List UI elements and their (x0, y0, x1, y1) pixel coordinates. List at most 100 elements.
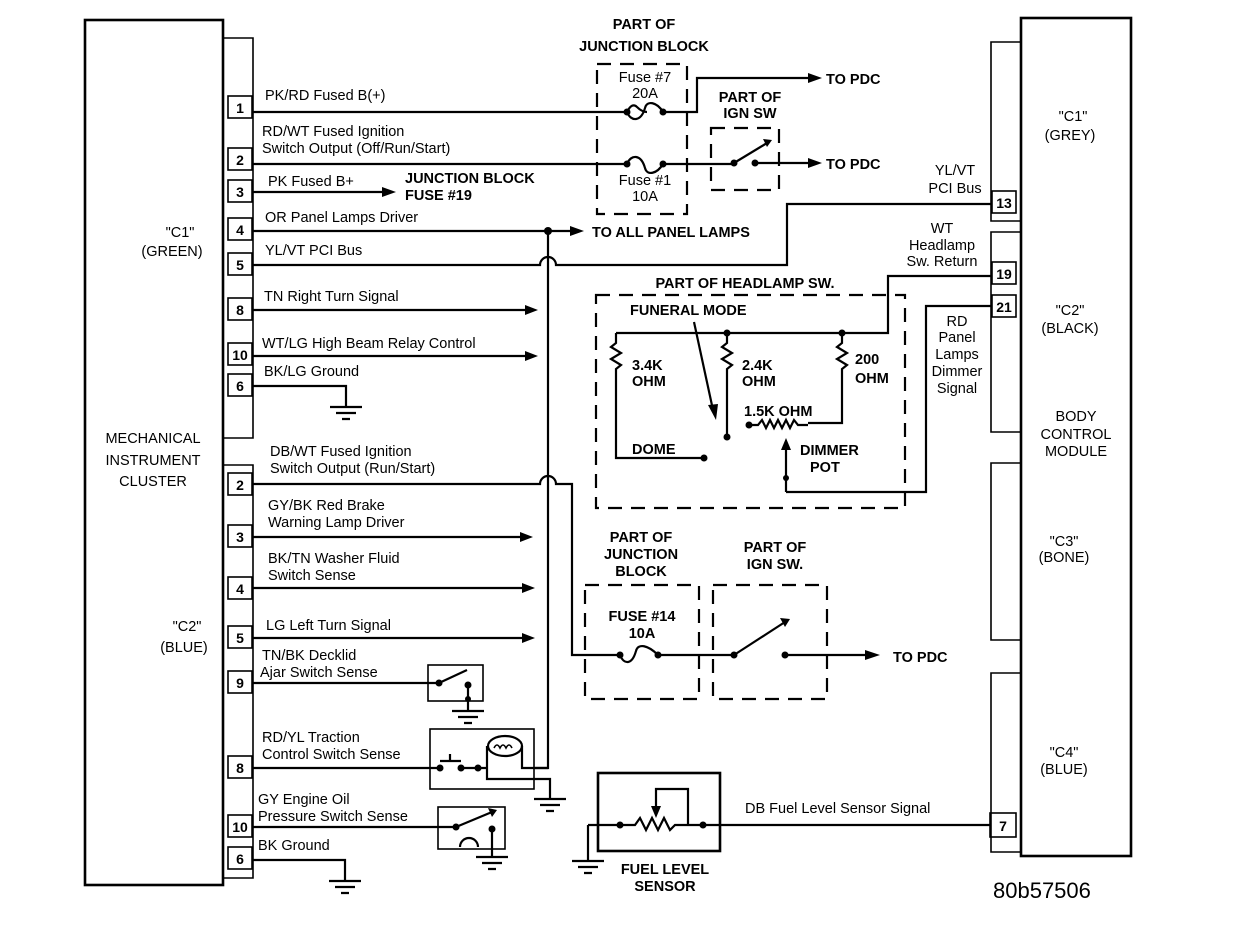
jb-title: PART OF (613, 17, 676, 33)
bcm-c4-label: "C4" (BLUE) (1040, 745, 1088, 778)
cluster-c1-label: "C1" (GREEN) (141, 225, 202, 260)
bcm-c4-line: "C4" (1050, 745, 1079, 761)
r1-value: 3.4K (632, 358, 663, 374)
wire-rd-yl-traction: RD/YL Traction Control Switch Sense (253, 728, 566, 813)
fuse-7-icon (625, 102, 664, 121)
jb-title: JUNCTION BLOCK (579, 39, 709, 55)
wire-label: Ajar Switch Sense (260, 665, 378, 681)
to-pdc-label: TO PDC (826, 72, 881, 88)
funeral-mode-label: FUNERAL MODE (630, 303, 747, 319)
c1-pin: 2 (227, 147, 253, 171)
bcm-name: BODY CONTROL MODULE (1041, 409, 1112, 460)
jb-title: JUNCTION (604, 547, 678, 563)
bcm-name-line: BODY (1055, 409, 1096, 425)
wire-label: Headlamp (909, 238, 975, 254)
pin-number: 10 (232, 347, 248, 363)
wire-pk-fused-b: PK Fused B+ JUNCTION BLOCK FUSE #19 (253, 171, 535, 204)
body-control-module (1019, 16, 1133, 858)
bcm-name-line: MODULE (1045, 444, 1107, 460)
wire-label: LG Left Turn Signal (266, 618, 391, 634)
dome-label: DOME (632, 442, 676, 458)
wire-label: DB/WT Fused Ignition (270, 444, 412, 460)
pin-number: 3 (236, 184, 244, 200)
wire-label: Control Switch Sense (262, 747, 401, 763)
wire-label: GY Engine Oil (258, 792, 350, 808)
fuse-19-label: FUSE #19 (405, 188, 472, 204)
wire-label: PK/RD Fused B(+) (265, 88, 385, 104)
wire-label: DB Fuel Level Sensor Signal (745, 801, 930, 817)
ground-icon (534, 797, 566, 813)
r1-unit: OHM (632, 374, 666, 390)
wire-db-wt-fused-ign: TO PDC DB/WT Fused Ignition Switch Outpu… (253, 444, 948, 666)
wire-gy-oil-pressure: GY Engine Oil Pressure Switch Sense (253, 792, 508, 871)
wire-label: YL/VT PCI Bus (265, 243, 362, 259)
wire-yl-vt-pci-bus: YL/VT PCI Bus YL/VT PCI Bus (253, 163, 991, 267)
ign-sw-title: IGN SW. (747, 557, 803, 573)
wire-label: GY/BK Red Brake (268, 498, 385, 514)
bcm-pin-21: 21 (991, 294, 1017, 318)
fuse-7-label: Fuse #7 (619, 70, 671, 86)
bcm-c1-line: "C1" (1059, 109, 1088, 125)
headlamp-sw-title: PART OF HEADLAMP SW. (655, 276, 834, 292)
resistor-1-5k-icon (749, 417, 808, 431)
wire-label: TN Right Turn Signal (264, 289, 399, 305)
bcm-c2-label: "C2" (BLACK) (1041, 303, 1098, 337)
bcm-c3-housing (990, 462, 1021, 641)
c2-pin: 5 (227, 625, 253, 649)
wire-label: Pressure Switch Sense (258, 809, 408, 825)
ground-icon (329, 879, 361, 895)
pin-number: 2 (236, 152, 244, 168)
bcm-c1-housing (990, 41, 1021, 222)
wire-bk-lg-ground: BK/LG Ground (253, 364, 362, 421)
pin-number: 4 (236, 222, 244, 238)
wire-label: BK/LG Ground (264, 364, 359, 380)
to-pdc-label: TO PDC (893, 650, 948, 666)
pin-number: 13 (996, 195, 1012, 211)
c2-pin: 2 (227, 472, 253, 496)
junction-block-label: JUNCTION BLOCK (405, 171, 535, 187)
pin-number: 21 (996, 299, 1012, 315)
instrument-cluster-module (83, 18, 225, 887)
junction-block-bottom: PART OF JUNCTION BLOCK FUSE #14 10A (583, 530, 701, 701)
wire-label: RD/YL Traction (262, 730, 360, 746)
bcm-pin-19: 19 (991, 261, 1017, 285)
r3-value: 200 (855, 352, 879, 368)
c2-line-2: (BLUE) (160, 640, 208, 656)
wire-pk-rd-fused-b: PK/RD Fused B(+) (253, 73, 822, 116)
wire-label: Warning Lamp Driver (268, 515, 405, 531)
r2-unit: OHM (742, 374, 776, 390)
c1-line-1: "C1" (166, 225, 195, 241)
wire-bk-ground: BK Ground (253, 838, 361, 895)
c1-pin: 8 (227, 297, 253, 321)
pin-number: 2 (236, 477, 244, 493)
funeral-mode-arrow (692, 321, 715, 411)
wire-label: Sw. Return (907, 254, 978, 270)
headlamp-switch: PART OF HEADLAMP SW. FUNERAL MODE 3.4K O… (594, 274, 991, 510)
c2-pin: 10 (227, 814, 253, 838)
resistor-3-4k-icon (608, 333, 703, 460)
diagram-id: 80b57506 (993, 878, 1091, 903)
wire-label: RD/WT Fused Ignition (262, 124, 404, 140)
c2-pin: 8 (227, 755, 253, 779)
pin-number: 1 (236, 100, 244, 116)
c2-pin: 9 (227, 670, 253, 694)
headlamp-return-label: WT Headlamp Sw. Return (907, 221, 978, 270)
cluster-name-line: MECHANICAL (105, 431, 200, 447)
c2-line-1: "C2" (173, 619, 202, 635)
cluster-name-line: INSTRUMENT (105, 453, 200, 469)
fuse-1-label: Fuse #1 (619, 173, 671, 189)
variable-resistor-icon (620, 815, 703, 833)
dimmer-pot-label: DIMMER (800, 443, 859, 459)
junction-block-top: PART OF JUNCTION BLOCK Fuse #7 20A Fuse … (579, 17, 709, 216)
ground-icon (452, 709, 484, 725)
wire-tn-right-turn: TN Right Turn Signal (253, 289, 538, 315)
fuse-1-rating: 10A (632, 189, 658, 205)
wire-or-panel-lamps: TO ALL PANEL LAMPS OR Panel Lamps Driver (253, 210, 750, 241)
c2-pin: 3 (227, 524, 253, 548)
jb-title: BLOCK (615, 564, 667, 580)
ign-sw-title: PART OF (719, 90, 782, 106)
pin-number: 7 (999, 818, 1007, 834)
wire-label: Switch Output (Run/Start) (270, 461, 435, 477)
bcm-c4-housing (990, 672, 1021, 853)
